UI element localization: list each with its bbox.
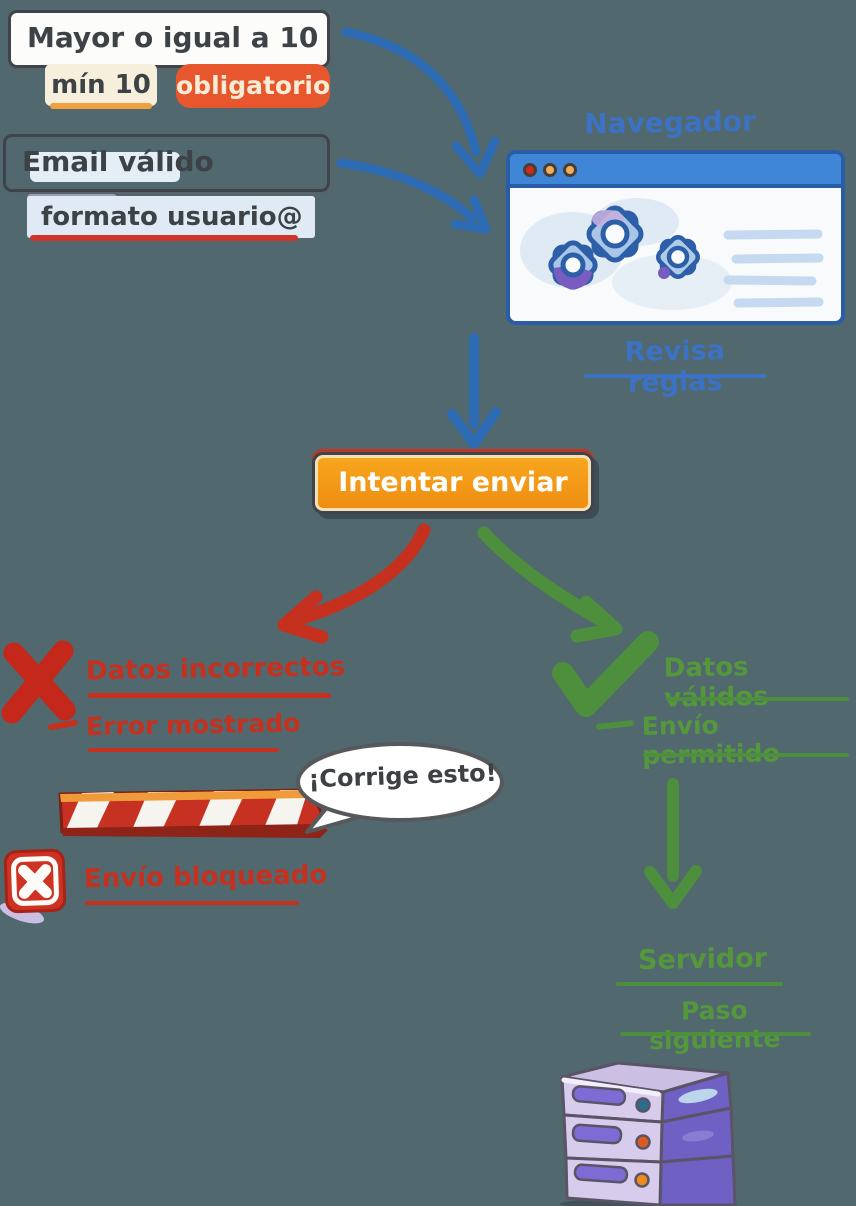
email-highlight-wash: [30, 152, 180, 182]
error-cross-icon: [1, 640, 76, 724]
chip-min-underline: [50, 103, 152, 109]
error-step-underline: [88, 748, 279, 752]
arrow-submit-to-error: [277, 523, 431, 644]
error-title: Datos incorrectos: [85, 651, 346, 687]
email-format-note: formato usuario@: [27, 196, 315, 238]
success-title-underline: [666, 697, 849, 701]
success-step-underline: [643, 753, 849, 757]
gear-left: [548, 240, 598, 290]
arrow-browser-to-submit: [447, 333, 501, 449]
browser-text-lines: [723, 229, 824, 308]
arrow-rule1-to-browser: [341, 27, 500, 179]
server-step: Paso siguiente: [648, 995, 781, 1056]
browser-window: [506, 150, 845, 325]
blocked-label: Envío bloqueado: [83, 860, 328, 895]
chip-required: obligatorio: [176, 64, 330, 108]
arrow-rule2-to-browser: [336, 158, 491, 234]
rule-card-email: Email válido: [3, 134, 330, 192]
error-title-underline: [88, 693, 331, 698]
traffic-dot-yellow-2: [563, 163, 577, 177]
success-title: Datos válidos: [663, 652, 769, 714]
traffic-dot-yellow-1: [543, 163, 557, 177]
gear-center: [586, 205, 644, 263]
error-step: Error mostrado: [85, 708, 301, 742]
blocked-label-underline: [85, 901, 299, 905]
rule1-label: Mayor o igual a 10: [27, 21, 319, 54]
server-label: Servidor: [637, 942, 768, 977]
rule-card-min-length: Mayor o igual a 10: [8, 10, 330, 68]
browser-caption: Revisa reglas: [624, 335, 726, 399]
speech-bubble: [296, 742, 504, 834]
gear-right: [656, 235, 700, 279]
success-step: Envío permitido: [641, 710, 780, 770]
traffic-dot-red: [523, 163, 537, 177]
submit-button: Intentar enviar: [312, 452, 594, 514]
blocked-box-icon: [0, 848, 67, 924]
submit-button-label: Intentar enviar: [315, 455, 591, 511]
format-note-underline: [30, 235, 298, 241]
chip-min-value: mín 10: [45, 64, 157, 106]
server-step-underline: [620, 1032, 811, 1036]
arrow-submit-to-success: [477, 526, 623, 643]
browser-titlebar: [510, 154, 841, 188]
arrow-success-to-server: [644, 778, 702, 909]
server-stack-icon: [560, 1061, 737, 1206]
success-check-icon: [552, 631, 659, 717]
browser-label: Navegador: [583, 104, 757, 141]
browser-caption-underline: [584, 374, 766, 378]
server-label-underline: [616, 982, 783, 986]
barrier-icon: [58, 788, 329, 838]
browser-gears-icon: [520, 198, 824, 310]
